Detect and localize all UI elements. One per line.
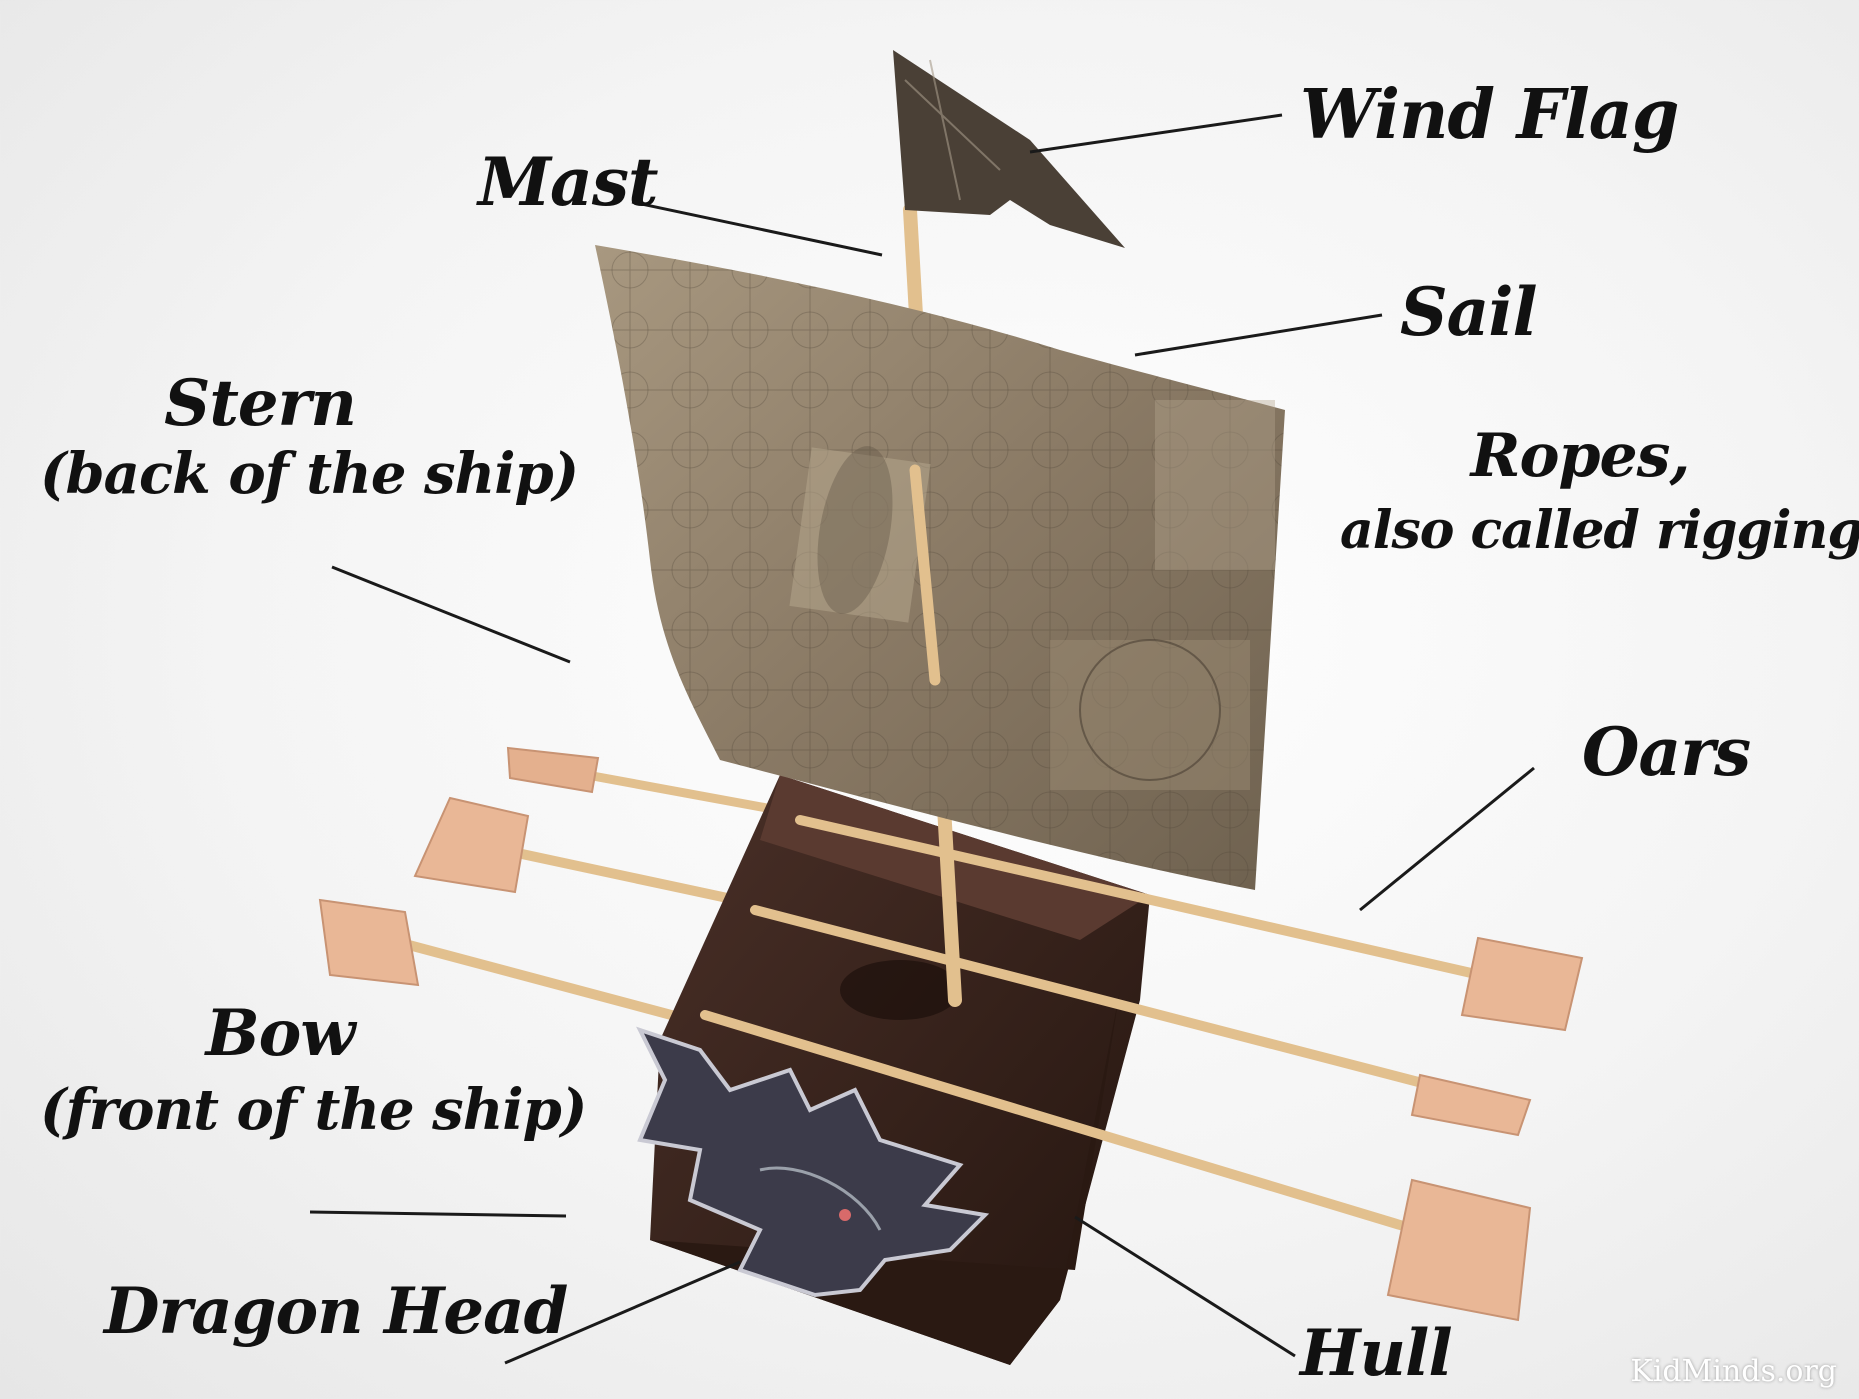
ropes-title: Ropes, (1470, 421, 1691, 491)
mast-label: Mast (478, 143, 658, 221)
dragon-head-label: Dragon Head (104, 1274, 568, 1349)
bow-subtitle: (front of the ship) (40, 1077, 587, 1144)
oars-label: Oars (1582, 713, 1751, 791)
dragon-head-shape (636, 1026, 990, 1298)
stern-subtitle: (back of the ship) (40, 441, 579, 508)
sail-shape (595, 245, 1285, 890)
wind-flag-label: Wind Flag (1300, 75, 1679, 155)
leader-lines (309, 113, 1535, 1365)
oars-front (700, 815, 1584, 1322)
sail-label: Sail (1400, 273, 1538, 351)
oars-back (318, 746, 810, 1025)
bow-title: Bow (205, 996, 356, 1071)
kidminds-watermark: KidMinds.org (1630, 1354, 1837, 1389)
ropes-label: Ropes, also called rigging (1340, 421, 1859, 561)
ropes-subtitle: also called rigging (1340, 500, 1859, 561)
hull-label: Hull (1300, 1316, 1453, 1391)
wind-flag-shape (893, 50, 1125, 248)
bow-label: Bow (front of the ship) (40, 996, 587, 1144)
stern-label: Stern (back of the ship) (40, 366, 579, 508)
stern-title: Stern (164, 366, 357, 441)
